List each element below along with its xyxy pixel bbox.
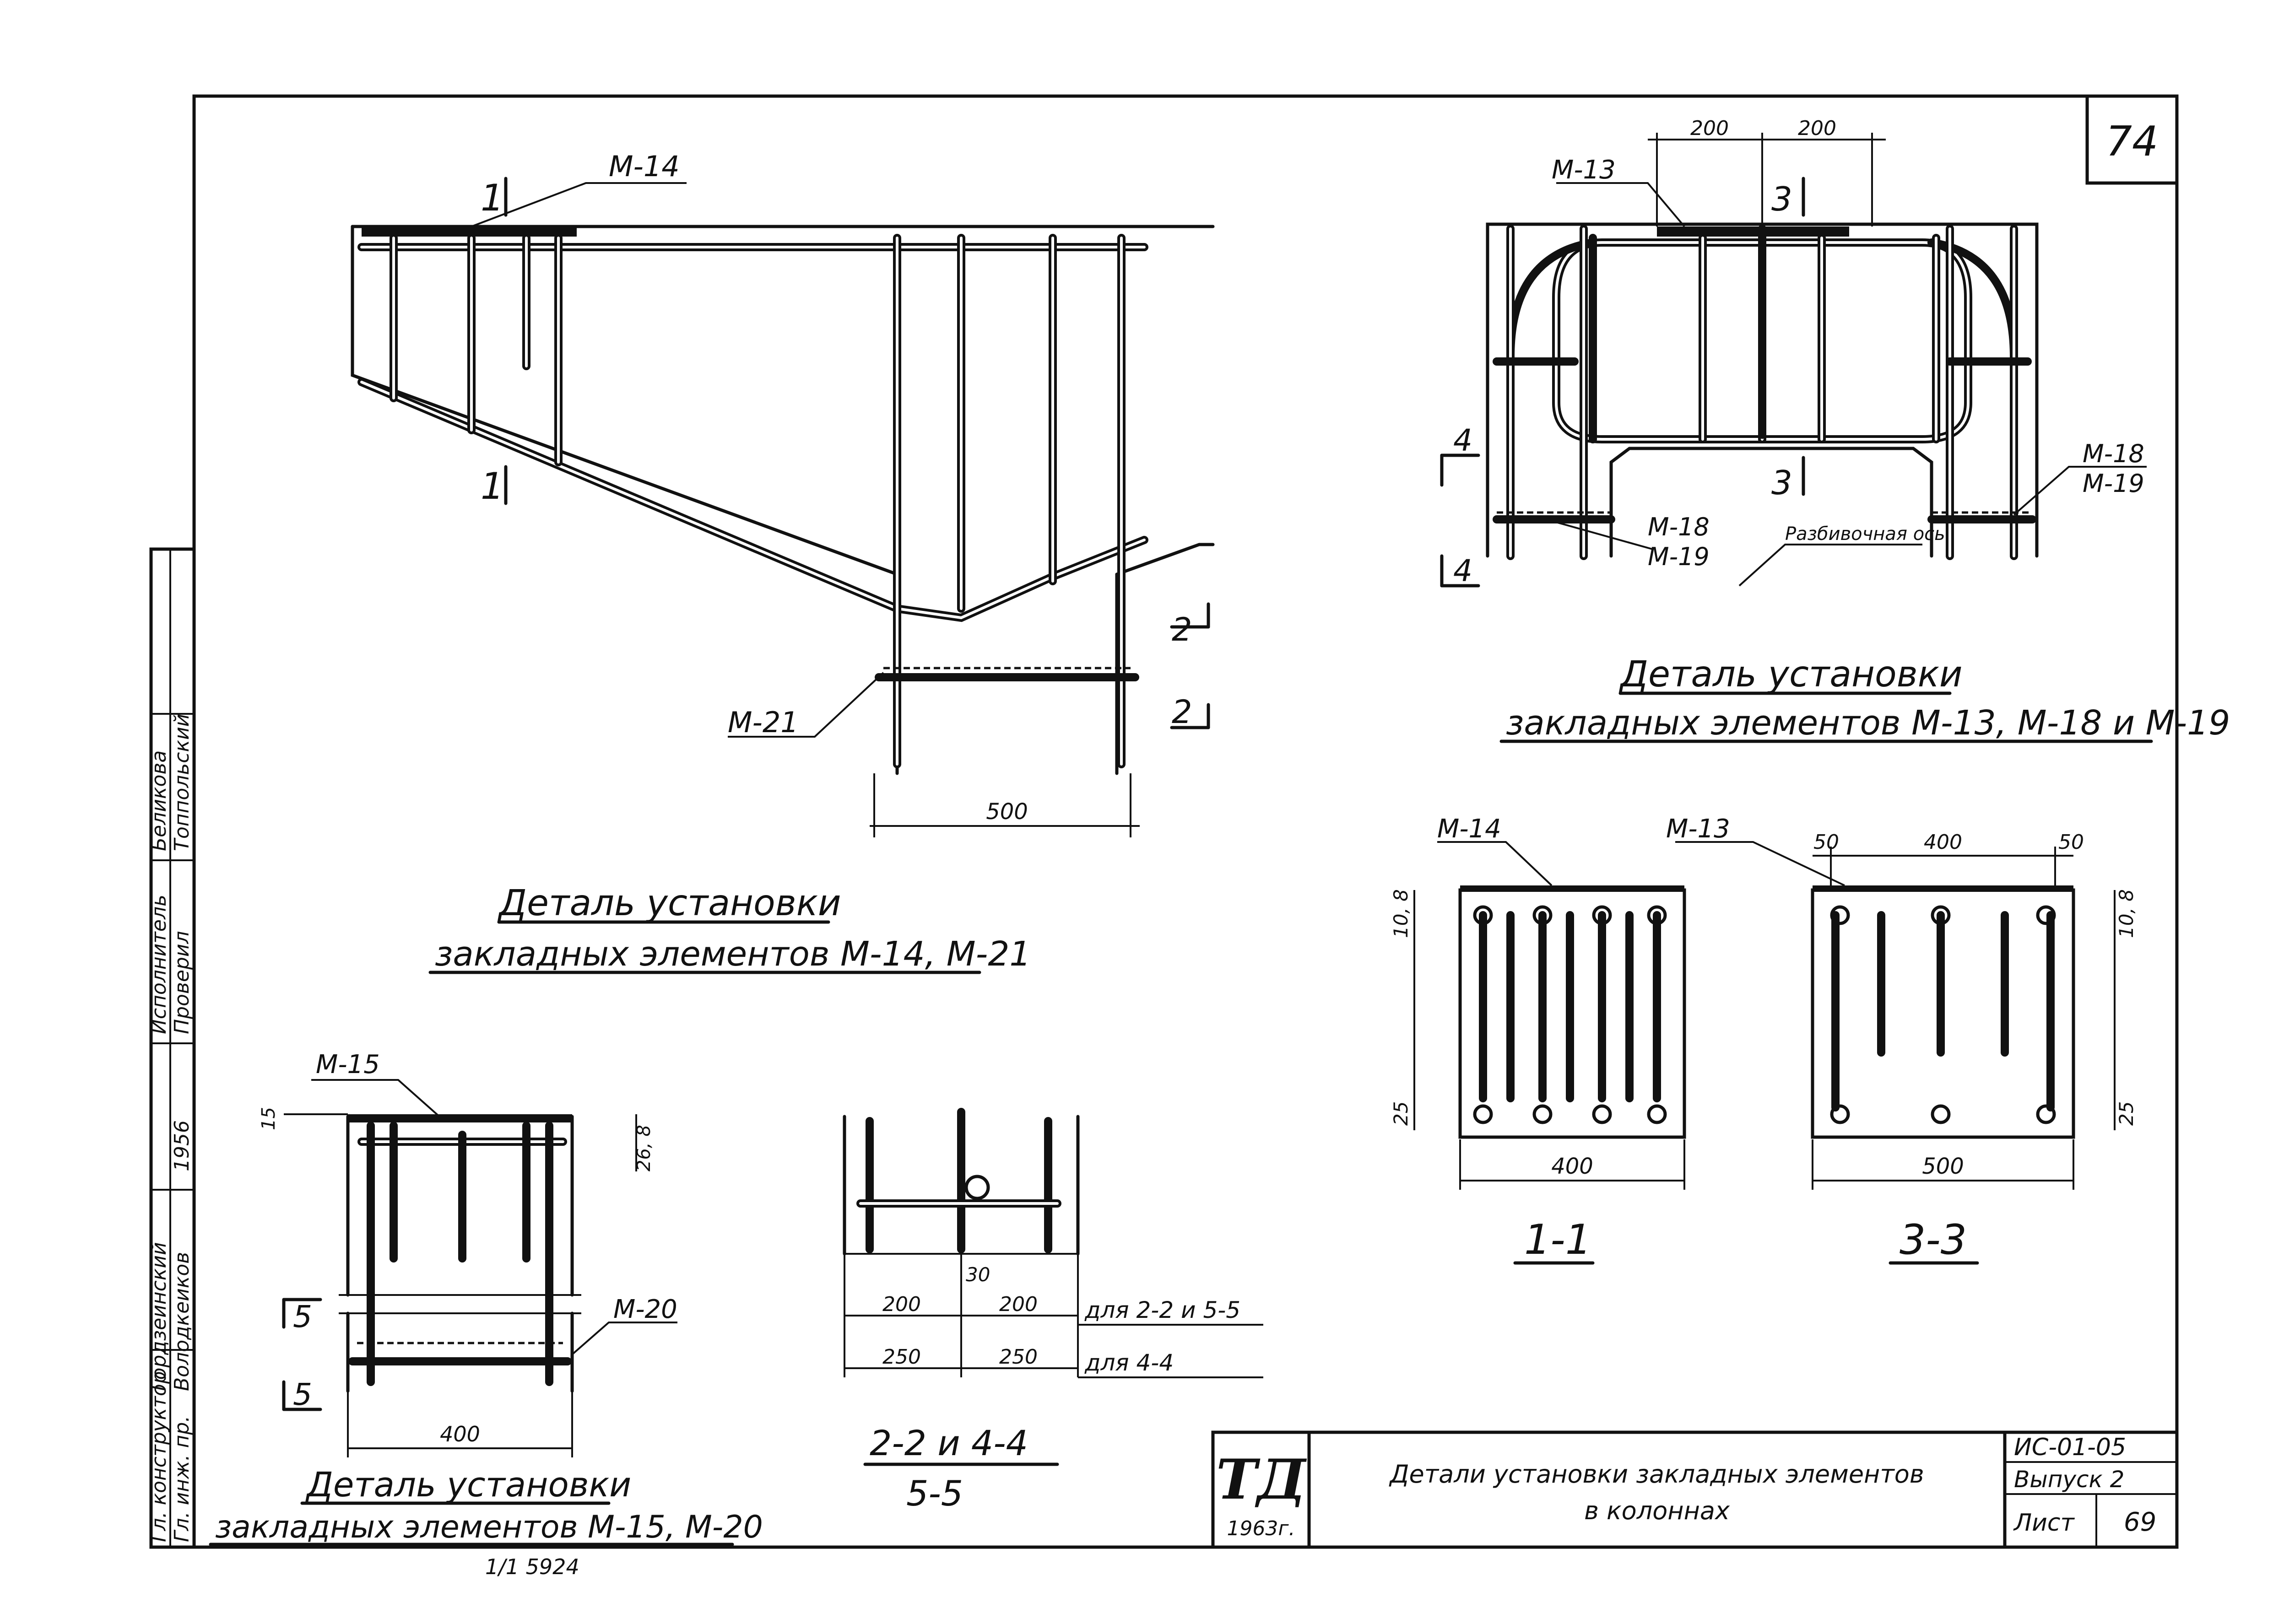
section-1-1: 400 10, 8 25 М-14 1-1	[1390, 814, 1686, 1265]
dim-400-11: 400	[1551, 1154, 1593, 1179]
stamp-text-8: Проверил	[170, 931, 194, 1034]
stamp-text-7: Беликова	[147, 750, 171, 851]
dim-15: 15	[258, 1107, 279, 1130]
stamp-text-3: Гл. инж. пр.	[170, 1416, 194, 1542]
caption-m14-l2: закладных элементов М-14, М-21	[435, 934, 1031, 974]
dim-500-a: 500	[986, 799, 1028, 825]
cut-1-top: 1	[481, 177, 504, 219]
dim-200-b: 200	[1798, 117, 1836, 140]
label-m18-right: М-18	[2083, 439, 2144, 468]
title-series: ИС-01-05	[2014, 1434, 2126, 1461]
stamp-text-6: Исполнитель	[147, 895, 171, 1034]
cut-3-bottom: 3	[1771, 464, 1792, 502]
dim-30: 30	[966, 1263, 990, 1286]
label-m14: М-14	[609, 150, 680, 183]
dim-26-8: 26, 8	[633, 1125, 655, 1171]
dim-10-8-right: 10, 8	[2115, 889, 2138, 938]
label-m19-left: М-19	[1648, 542, 1710, 571]
caption-3-3: 3-3	[1900, 1216, 1967, 1264]
stamp-text-4: Володкеиков	[170, 1252, 194, 1391]
label-axis: Разбивочная ось	[1785, 523, 1945, 545]
dim-25-left: 25	[1390, 1101, 1412, 1126]
label-m19-right: М-19	[2083, 469, 2144, 498]
title-sheet-no: 69	[2124, 1507, 2156, 1537]
cut-3-top: 3	[1771, 180, 1792, 218]
stamp-text-9: Топпольский	[170, 714, 194, 851]
label-m18-left: М-18	[1648, 513, 1710, 541]
note-for-44: для 4-4	[1084, 1349, 1174, 1376]
cut-1-bottom: 1	[481, 465, 504, 507]
cut-5-bottom: 5	[293, 1377, 312, 1412]
dim-400-m15: 400	[440, 1422, 480, 1446]
cut-4-top: 4	[1453, 423, 1472, 458]
label-m20: М-20	[613, 1295, 677, 1324]
section-2-2-4-4-5-5: 30 200 200 250 250 для 2-2 и 5-5 для 4-4…	[843, 1108, 1263, 1514]
detail-m15-m20: М-15 М-20 15 26, 8 5 5 400 Деталь устано…	[209, 1050, 763, 1546]
label-m21: М-21	[728, 706, 799, 739]
caption-1-1: 1-1	[1524, 1216, 1591, 1264]
cut-4-bottom: 4	[1453, 553, 1472, 588]
detail-m13-m18-m19: 200 200 М-13 3 3 4 4 М-18 М-19 М-18 М-19…	[1440, 117, 2230, 743]
caption-m13-l1: Деталь установки	[1619, 654, 1963, 695]
dim-50-b: 50	[2058, 831, 2084, 854]
dim-200-a: 200	[1690, 117, 1729, 140]
cut-5-top: 5	[293, 1299, 312, 1334]
title-line-2: в колоннах	[1584, 1496, 1730, 1525]
title-sheet-label: Лист	[2013, 1509, 2075, 1537]
detail-m14-m21: М-14 М-21 1 1 2 2 500 Деталь установки з…	[351, 150, 1215, 974]
title-line-1: Детали установки закладных элементов	[1389, 1460, 1924, 1489]
dim-10-8-left: 10, 8	[1390, 889, 1412, 938]
stamp-text-1: Гл. конструктор	[147, 1371, 171, 1542]
caption-5-5: 5-5	[906, 1473, 963, 1514]
title-logo: ТД	[1216, 1447, 1307, 1512]
caption-2-2-4-4: 2-2 и 4-4	[870, 1423, 1028, 1463]
title-issue: Выпуск 2	[2014, 1466, 2124, 1493]
dim-50-a: 50	[1813, 831, 1839, 854]
cut-2-top: 2	[1172, 611, 1192, 648]
caption-m15-l1: Деталь установки	[305, 1465, 631, 1505]
note-for-22-55: для 2-2 и 5-5	[1084, 1297, 1240, 1323]
caption-m15-l2: закладных элементов М-15, М-20	[215, 1509, 763, 1545]
dim-25-right: 25	[2115, 1101, 2138, 1126]
sheet-number: 74	[2106, 118, 2159, 166]
cut-2-bottom: 2	[1172, 693, 1192, 731]
section-3-3: 50 400 50 М-13 500 10, 8 25 3-3	[1666, 814, 2138, 1265]
sheet-number-box	[2085, 94, 2179, 185]
label-m14-11: М-14	[1437, 814, 1501, 844]
label-m13-33: М-13	[1666, 814, 1730, 844]
dim-400-33: 400	[1924, 831, 1962, 854]
dim-250-s2: 250	[999, 1345, 1038, 1369]
stamp-text-5: 1956	[170, 1120, 194, 1171]
dim-200-s1: 200	[882, 1293, 921, 1316]
caption-m13-l2: закладных элементов М-13, М-18 и М-19	[1506, 703, 2230, 743]
title-block: ТД 1963г. Детали установки закладных эле…	[1211, 1430, 2179, 1549]
footer-note: 1/1 5924	[485, 1554, 579, 1579]
caption-m14-l1: Деталь установки	[498, 883, 841, 924]
stamp-text-2: Гордзеинский	[147, 1242, 171, 1391]
label-m15: М-15	[316, 1050, 380, 1079]
dim-200-s2: 200	[999, 1293, 1038, 1316]
dim-500-33: 500	[1922, 1154, 1964, 1179]
side-stamp-frame	[149, 547, 196, 1549]
label-m13-top: М-13	[1552, 155, 1616, 185]
sheet-frame	[192, 94, 2179, 1549]
dim-250-s1: 250	[882, 1345, 921, 1369]
title-year: 1963г.	[1227, 1517, 1295, 1540]
